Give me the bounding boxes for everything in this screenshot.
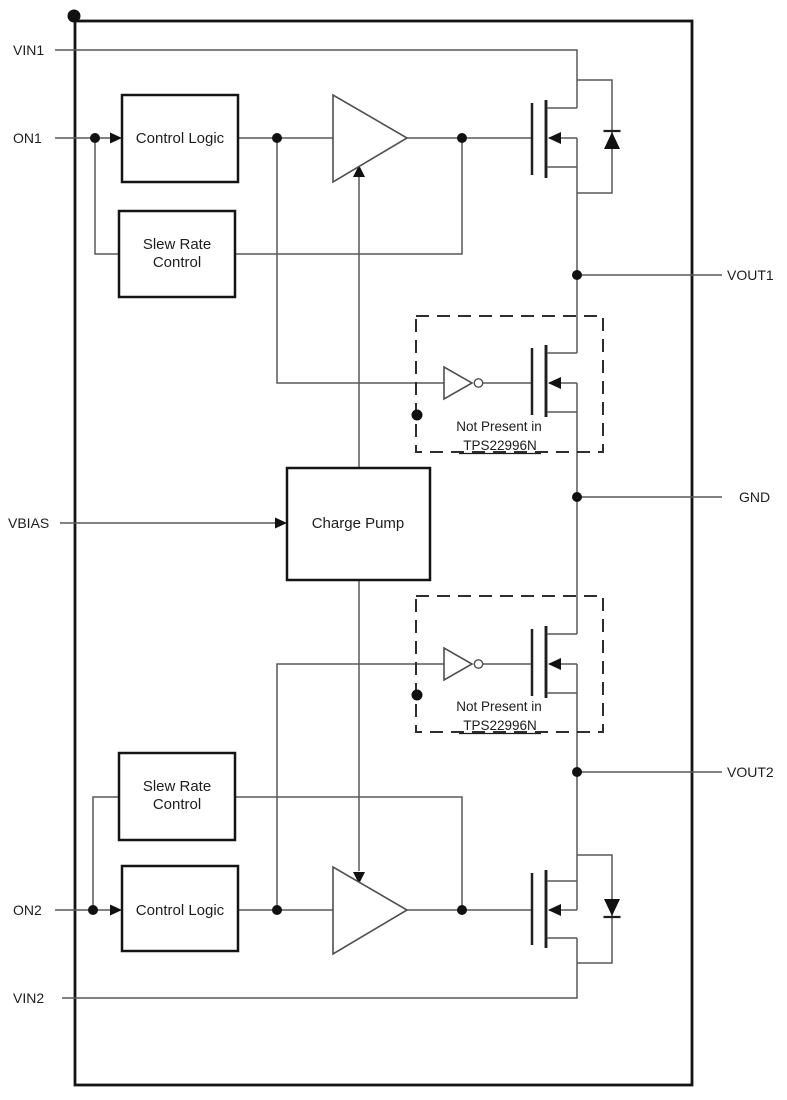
pin-vout2: VOUT2 (572, 764, 774, 780)
channel2-wiring (235, 663, 532, 915)
inverter-1 (443, 365, 532, 401)
vin1-wire (55, 49, 578, 108)
pin-vbias: VBIAS (8, 515, 287, 531)
pin-label-gnd: GND (739, 489, 770, 505)
qod2-note-line1: Not Present in (456, 699, 542, 714)
junction-dot (457, 133, 467, 143)
slew-rate1-output-wire (235, 138, 463, 255)
control-logic1-box (120, 93, 240, 184)
vbias-arrowhead-icon (275, 517, 287, 529)
pass-fet-2 (530, 870, 577, 948)
buffer-amp-1 (332, 93, 409, 184)
corner-junction-dot (67, 9, 81, 23)
pin-on1: ON1 (13, 130, 122, 255)
buffer2-triangle-icon (332, 865, 409, 956)
block-charge-pump: Charge Pump (285, 466, 432, 582)
on1-arrowhead-icon (110, 132, 122, 144)
slew-rate1-label-line2: Control (153, 254, 201, 271)
vout1-junction-dot (572, 270, 582, 280)
inverter-2 (443, 646, 532, 682)
body-diode-2 (577, 854, 621, 964)
control-logic2-box (120, 864, 240, 953)
pass-fet-1 (530, 100, 577, 178)
block-slew-rate-2: Slew Rate Control (117, 751, 237, 842)
gnd-junction-dot (572, 492, 582, 502)
qod1-note-line2: TPS22996N (463, 438, 537, 453)
block-control-logic-1: Control Logic (120, 93, 240, 184)
fet1-body-arrow-icon (548, 132, 561, 144)
ic-outline (73, 19, 694, 1087)
diode2-branch-wires (577, 854, 613, 964)
qod-fet2-body-arrow-icon (548, 658, 561, 670)
qod1-dashed-box (415, 315, 604, 453)
pin-gnd: GND (572, 489, 770, 505)
on2-junction-dot (88, 905, 98, 915)
block-control-logic-2: Control Logic (120, 864, 240, 953)
slew-rate2-box (117, 751, 237, 842)
on1-riser-to-slew-rate (94, 138, 119, 255)
slew-rate1-label-line1: Slew Rate (143, 236, 211, 253)
charge-pump-box (285, 466, 432, 582)
ic-boundary (67, 9, 694, 1087)
on2-riser-to-slew-rate (92, 796, 119, 910)
inverter2-triangle-icon (443, 646, 474, 682)
pin-vout1: VOUT1 (572, 267, 774, 283)
block-slew-rate-1: Slew Rate Control (117, 209, 237, 299)
junction-dot (272, 905, 282, 915)
qod2-dashed-box (415, 595, 604, 733)
qod-fet-1 (530, 345, 577, 417)
slew-rate1-box (117, 209, 237, 299)
charge-pump-label: Charge Pump (312, 515, 405, 532)
inverter1-triangle-icon (443, 365, 474, 401)
diode1-branch-wires (577, 79, 613, 194)
qod-fet-2 (530, 626, 577, 698)
pin-vin2: VIN2 (13, 938, 578, 1006)
diode2-triangle-icon (604, 899, 620, 916)
pin-label-on2: ON2 (13, 902, 42, 918)
inverter1-bubble-icon (473, 378, 484, 388)
pin-label-on1: ON1 (13, 130, 42, 146)
pin-label-vout2: VOUT2 (727, 764, 774, 780)
junction-dot (457, 905, 467, 915)
pin-label-vbias: VBIAS (8, 515, 49, 531)
on1-junction-dot (90, 133, 100, 143)
up-arrowhead-icon (353, 165, 365, 177)
qod-region-1: Not Present in TPS22996N (411, 315, 604, 455)
qod2-border-dot (411, 689, 423, 701)
buffer-amp-2 (332, 865, 409, 956)
channel1-wiring (235, 133, 532, 384)
qod1-border-dot (411, 409, 423, 421)
control-logic2-to-inverter2-wire (276, 663, 444, 910)
buffer1-triangle-icon (332, 93, 409, 184)
vin2-wire (62, 938, 578, 999)
qod1-note-line1: Not Present in (456, 419, 542, 434)
diode1-triangle-icon (604, 132, 620, 149)
pin-vin1: VIN1 (13, 42, 578, 108)
control-logic1-label: Control Logic (136, 130, 225, 147)
body-diode-1 (577, 79, 621, 194)
qod-fet1-body-arrow-icon (548, 377, 561, 389)
fet2-body-arrow-icon (548, 904, 561, 916)
pin-label-vin1: VIN1 (13, 42, 44, 58)
control-logic1-to-inverter1-wire (276, 138, 444, 384)
qod-region-2: Not Present in TPS22996N (411, 595, 604, 735)
junction-dot (272, 133, 282, 143)
slew-rate2-output-wire (235, 796, 463, 910)
control-logic2-label: Control Logic (136, 902, 225, 919)
pin-label-vout1: VOUT1 (727, 267, 774, 283)
inverter2-bubble-icon (473, 659, 484, 669)
pin-on2: ON2 (13, 796, 122, 918)
qod2-note-line2: TPS22996N (463, 718, 537, 733)
vout2-junction-dot (572, 767, 582, 777)
charge-pump-rails (353, 165, 365, 884)
down-arrowhead-icon (353, 872, 365, 884)
pin-label-vin2: VIN2 (13, 990, 44, 1006)
slew-rate2-label-line1: Slew Rate (143, 778, 211, 795)
slew-rate2-label-line2: Control (153, 796, 201, 813)
on2-arrowhead-icon (110, 904, 122, 916)
